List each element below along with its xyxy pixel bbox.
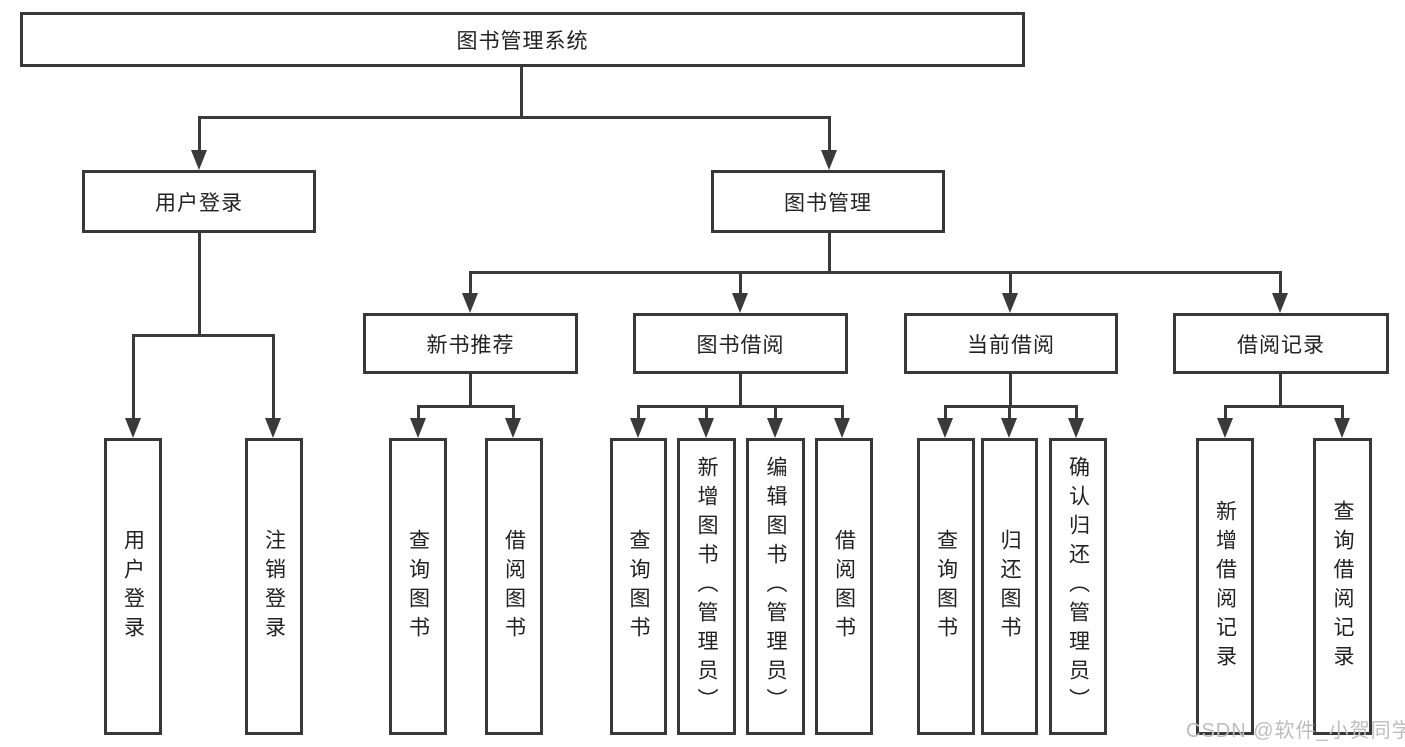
connector-line bbox=[469, 271, 1282, 274]
leaf-recommend-query-book-label: 查询图书 bbox=[406, 528, 430, 645]
connector-line bbox=[417, 405, 515, 408]
arrowhead-icon bbox=[1217, 418, 1233, 438]
arrowhead-icon bbox=[767, 418, 783, 438]
node-borrow-record-label: 借阅记录 bbox=[1237, 333, 1325, 357]
connector-line bbox=[739, 271, 742, 297]
node-book-management-label: 图书管理 bbox=[784, 191, 872, 215]
leaf-recommend-borrow-book: 借阅图书 bbox=[485, 438, 543, 735]
leaf-return-book-label: 归还图书 bbox=[998, 528, 1021, 645]
arrowhead-icon bbox=[265, 418, 281, 438]
connector-line bbox=[637, 405, 640, 422]
leaf-logout: 注销登录 bbox=[245, 438, 303, 735]
node-new-book-recommend-label: 新书推荐 bbox=[426, 333, 515, 357]
node-book-management: 图书管理 bbox=[711, 170, 945, 233]
arrowhead-icon bbox=[732, 293, 748, 313]
leaf-add-book-admin-label: 新增图书（管理员） bbox=[695, 456, 718, 717]
leaf-add-borrow-record: 新增借阅记录 bbox=[1196, 438, 1254, 735]
leaf-edit-book-admin-label: 编辑图书（管理员） bbox=[764, 456, 787, 717]
arrowhead-icon bbox=[1272, 293, 1288, 313]
connector-line bbox=[705, 405, 708, 422]
node-user-login: 用户登录 bbox=[82, 170, 316, 233]
node-root: 图书管理系统 bbox=[20, 12, 1025, 67]
arrowhead-icon bbox=[834, 418, 850, 438]
connector-line bbox=[198, 116, 201, 154]
watermark: CSDN @软件_小贺同学 bbox=[1186, 720, 1405, 742]
arrowhead-icon bbox=[630, 418, 646, 438]
connector-line bbox=[828, 233, 831, 273]
connector-line bbox=[1341, 405, 1344, 422]
arrowhead-icon bbox=[937, 418, 953, 438]
connector-line bbox=[132, 334, 275, 337]
node-current-borrow: 当前借阅 bbox=[904, 313, 1118, 374]
node-book-borrow: 图书借阅 bbox=[633, 313, 848, 374]
arrowhead-icon bbox=[410, 418, 426, 438]
arrowhead-icon bbox=[821, 150, 837, 170]
node-new-book-recommend: 新书推荐 bbox=[363, 313, 578, 374]
connector-line bbox=[512, 405, 515, 422]
connector-line bbox=[637, 405, 844, 408]
leaf-borrow-book-label: 借阅图书 bbox=[832, 528, 856, 645]
connector-line bbox=[1009, 374, 1012, 407]
connector-line bbox=[272, 334, 275, 422]
connector-line bbox=[739, 374, 742, 407]
connector-line bbox=[1075, 405, 1078, 422]
connector-line bbox=[944, 405, 947, 422]
connector-line bbox=[132, 334, 135, 422]
connector-line bbox=[198, 233, 201, 336]
leaf-confirm-return-admin: 确认归还（管理员） bbox=[1049, 438, 1107, 735]
node-book-borrow-label: 图书借阅 bbox=[696, 333, 785, 357]
leaf-logout-label: 注销登录 bbox=[262, 528, 286, 645]
leaf-confirm-return-admin-label: 确认归还（管理员） bbox=[1066, 456, 1090, 717]
arrowhead-icon bbox=[125, 418, 141, 438]
leaf-borrow-query-book-label: 查询图书 bbox=[627, 528, 650, 645]
leaf-add-borrow-record-label: 新增借阅记录 bbox=[1213, 499, 1237, 674]
arrowhead-icon bbox=[1334, 418, 1350, 438]
connector-line bbox=[469, 271, 472, 297]
connector-line bbox=[1224, 405, 1227, 422]
arrowhead-icon bbox=[191, 150, 207, 170]
arrowhead-icon bbox=[1068, 418, 1084, 438]
connector-line bbox=[1224, 405, 1343, 408]
leaf-current-query-book-label: 查询图书 bbox=[934, 528, 958, 645]
connector-line bbox=[520, 67, 523, 117]
connector-line bbox=[1008, 405, 1011, 422]
leaf-return-book: 归还图书 bbox=[981, 438, 1038, 735]
node-user-login-label: 用户登录 bbox=[155, 191, 243, 215]
node-root-label: 图书管理系统 bbox=[456, 29, 589, 53]
connector-line bbox=[828, 116, 831, 154]
connector-line bbox=[944, 405, 1078, 408]
leaf-recommend-borrow-book-label: 借阅图书 bbox=[502, 528, 526, 645]
arrowhead-icon bbox=[505, 418, 521, 438]
leaf-query-borrow-record: 查询借阅记录 bbox=[1313, 438, 1372, 735]
leaf-edit-book-admin: 编辑图书（管理员） bbox=[746, 438, 805, 735]
leaf-recommend-query-book: 查询图书 bbox=[389, 438, 447, 735]
leaf-user-login: 用户登录 bbox=[104, 438, 162, 735]
leaf-borrow-book: 借阅图书 bbox=[815, 438, 873, 735]
leaf-borrow-query-book: 查询图书 bbox=[610, 438, 667, 735]
connector-line bbox=[1009, 271, 1012, 297]
connector-line bbox=[469, 374, 472, 407]
connector-line bbox=[774, 405, 777, 422]
connector-line bbox=[1279, 374, 1282, 407]
leaf-query-borrow-record-label: 查询借阅记录 bbox=[1331, 499, 1354, 674]
leaf-current-query-book: 查询图书 bbox=[917, 438, 975, 735]
connector-line bbox=[1279, 271, 1282, 297]
leaf-user-login-label: 用户登录 bbox=[121, 528, 145, 645]
arrowhead-icon bbox=[462, 293, 478, 313]
arrowhead-icon bbox=[698, 418, 714, 438]
arrowhead-icon bbox=[1002, 293, 1018, 313]
connector-line bbox=[198, 116, 831, 119]
connector-line bbox=[841, 405, 844, 422]
node-borrow-record: 借阅记录 bbox=[1173, 313, 1389, 374]
node-current-borrow-label: 当前借阅 bbox=[967, 333, 1055, 357]
leaf-add-book-admin: 新增图书（管理员） bbox=[677, 438, 736, 735]
connector-line bbox=[417, 405, 420, 422]
arrowhead-icon bbox=[1001, 418, 1017, 438]
